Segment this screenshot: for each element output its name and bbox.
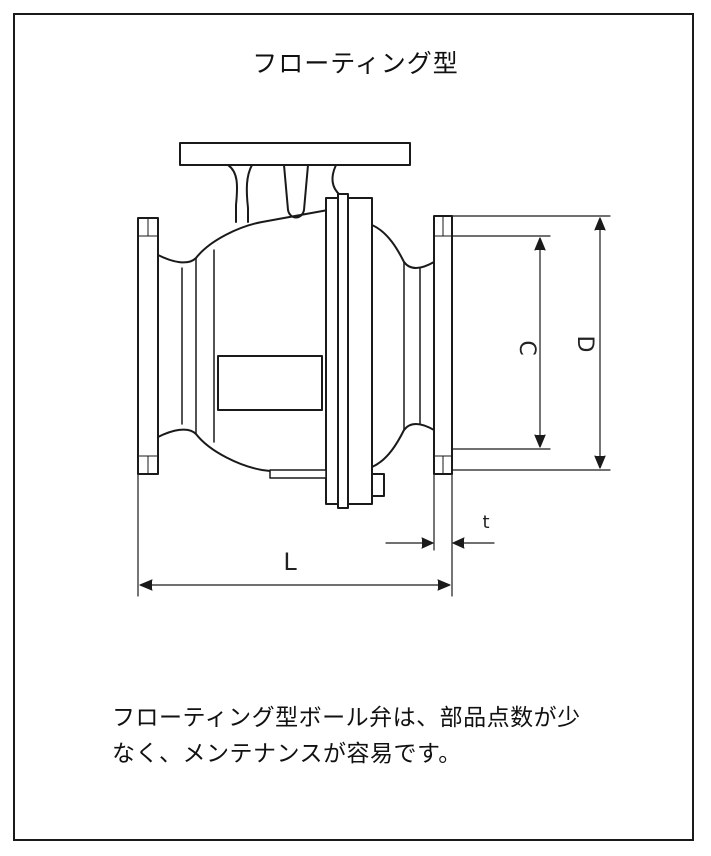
dimension-lines [137,215,611,597]
caption-line-1: フローティング型ボール弁は、部品点数が少 [112,705,581,731]
center-flange [269,193,385,509]
caption: フローティング型ボール弁は、部品点数が少 なく、メンテナンスが容易です。 [112,700,632,772]
dimension-label-l: L [283,548,297,576]
diagram-title: フローティング型 [252,49,459,78]
right-flange [433,215,453,475]
right-body [371,224,435,468]
dimension-label-d: D [572,336,597,353]
caption-line-2: なく、メンテナンスが容易です。 [112,741,462,767]
stem [227,164,341,223]
dimension-label-c: C [514,340,539,355]
dimension-label-t: t [482,512,489,533]
left-body [157,209,329,479]
ball-bore [217,355,323,411]
left-flange [137,217,159,475]
top-flange [179,142,411,166]
